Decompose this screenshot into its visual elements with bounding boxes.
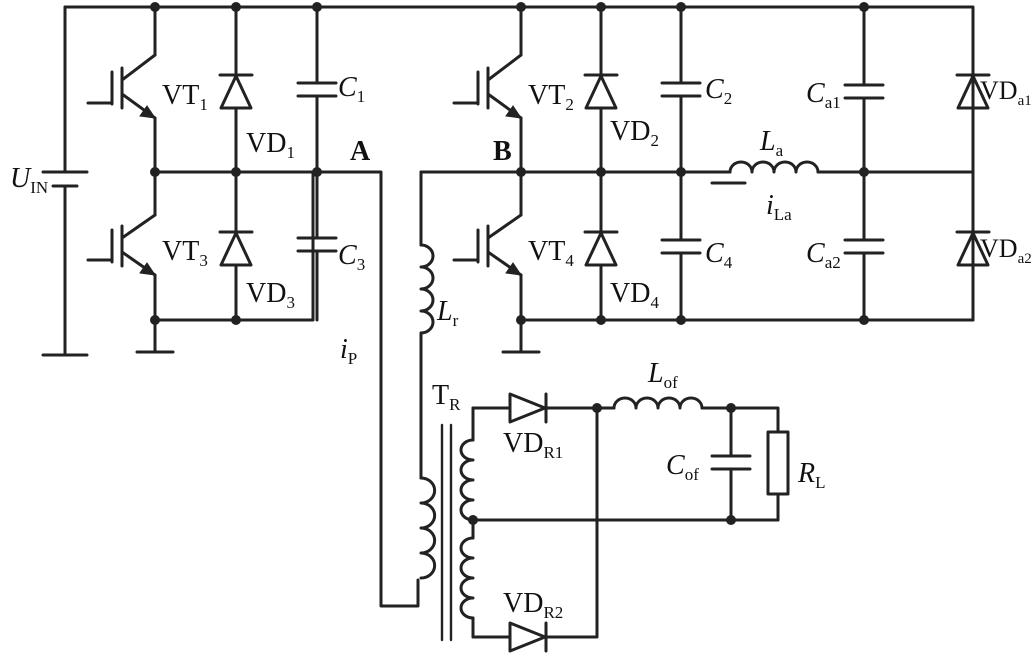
- input-source-uin: [41, 5, 89, 357]
- diode-vda2: [955, 230, 991, 267]
- label-lof: Lof: [648, 358, 678, 392]
- transistor-vt2: [452, 5, 523, 174]
- label-ca2: Ca2: [806, 238, 841, 272]
- label-vt3: VT3: [162, 236, 208, 270]
- capacitor-c1: [296, 5, 338, 174]
- label-tr: TR: [432, 380, 461, 414]
- label-vda2: VDa2: [980, 234, 1032, 267]
- label-vd2: VD2: [610, 116, 659, 150]
- diode-vd4: [583, 170, 619, 322]
- transistor-vt4: [452, 170, 541, 354]
- capacitor-c2: [660, 5, 702, 174]
- inductor-lof: [595, 396, 780, 434]
- transformer-primary-winding: [419, 476, 437, 580]
- label-vda1: VDa1: [980, 76, 1032, 109]
- label-uin: UIN: [10, 163, 49, 197]
- resistor-rl: [766, 430, 790, 522]
- label-c4: C4: [705, 238, 733, 272]
- label-la: La: [760, 126, 784, 160]
- label-vdr2: VDR2: [503, 588, 564, 622]
- capacitor-cof: [710, 406, 752, 522]
- positive-rail: [63, 5, 975, 322]
- diode-vd2: [583, 5, 619, 174]
- diode-vda1: [955, 73, 991, 110]
- transistor-vt3: [86, 170, 175, 354]
- label-vt2: VT2: [528, 80, 574, 114]
- label-ila: iLa: [766, 190, 792, 224]
- label-node-b: B: [493, 136, 512, 167]
- diode-vdr1: [471, 392, 599, 424]
- negative-rail-left: [153, 170, 315, 322]
- label-vt1: VT1: [162, 80, 208, 114]
- capacitor-c3: [296, 170, 338, 322]
- capacitor-ca1: [843, 5, 885, 174]
- primary-wire-a: [315, 170, 420, 608]
- label-ip: iP: [340, 334, 358, 368]
- label-vdr1: VDR1: [503, 428, 564, 462]
- label-vd3: VD3: [246, 278, 295, 312]
- inductor-lr: [419, 170, 523, 480]
- label-vd1: VD1: [246, 128, 295, 162]
- diode-vdr2: [471, 406, 599, 653]
- label-lr: Lr: [437, 296, 459, 330]
- label-node-a: A: [350, 136, 371, 167]
- transistor-vt1: [86, 5, 157, 174]
- label-ca1: Ca1: [806, 78, 841, 112]
- label-c2: C2: [705, 74, 733, 108]
- label-c1: C1: [338, 72, 366, 106]
- label-vt4: VT4: [528, 236, 574, 270]
- capacitor-ca2: [843, 170, 885, 322]
- transformer-core-tr: [440, 423, 453, 642]
- label-rl: RL: [798, 458, 826, 492]
- transformer-secondary-winding: [459, 406, 475, 639]
- capacitor-c4: [660, 170, 702, 322]
- junction-dots: [150, 2, 869, 525]
- diode-vd3: [218, 170, 254, 322]
- diode-vd1: [218, 5, 254, 174]
- label-c3: C3: [338, 240, 366, 274]
- label-vd4: VD4: [610, 278, 659, 312]
- inductor-la: [519, 160, 975, 185]
- label-cof: Cof: [666, 450, 699, 484]
